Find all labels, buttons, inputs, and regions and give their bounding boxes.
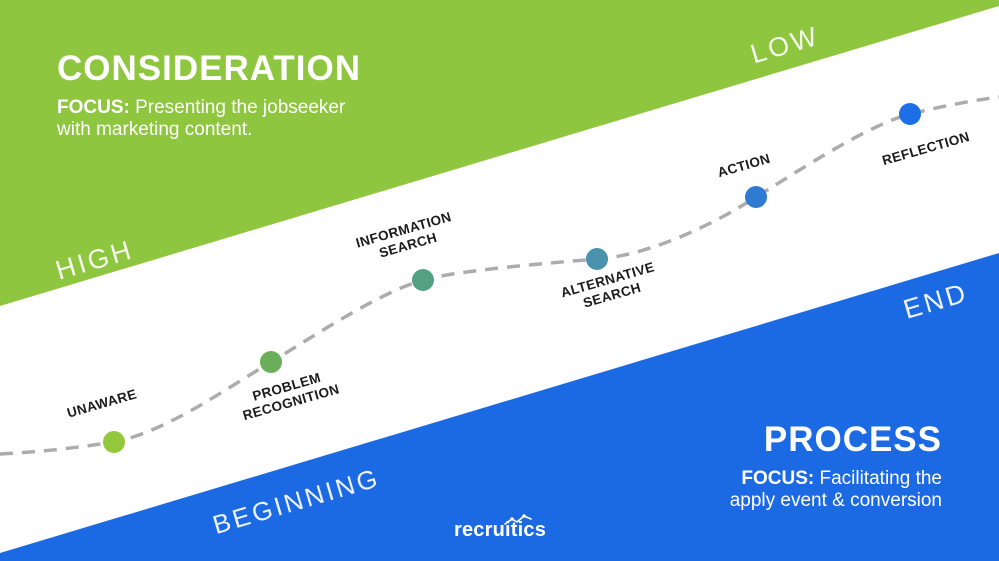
consideration-title: CONSIDERATION xyxy=(57,49,362,88)
stage-dot-alternative xyxy=(586,248,608,270)
process-focus: FOCUS: Facilitating the apply event & co… xyxy=(729,467,942,511)
stage-dot-problem xyxy=(260,351,282,373)
stage-dot-reflection xyxy=(899,103,921,125)
stage-dot-action xyxy=(745,186,767,208)
recruitics-logo: recruitics xyxy=(452,514,548,542)
process-block: PROCESS FOCUS: Facilitating the apply ev… xyxy=(729,420,942,512)
trend-line-icon xyxy=(504,514,532,525)
consideration-block: CONSIDERATION FOCUS: Presenting the jobs… xyxy=(57,49,362,141)
stage-dot-information xyxy=(412,269,434,291)
logo-text: recruitics xyxy=(453,519,547,541)
process-title: PROCESS xyxy=(763,420,942,459)
stage-dot-unaware xyxy=(103,431,125,453)
consideration-focus: FOCUS: Presenting the jobseeker with mar… xyxy=(57,96,346,140)
journey-dashed-path xyxy=(0,95,999,456)
